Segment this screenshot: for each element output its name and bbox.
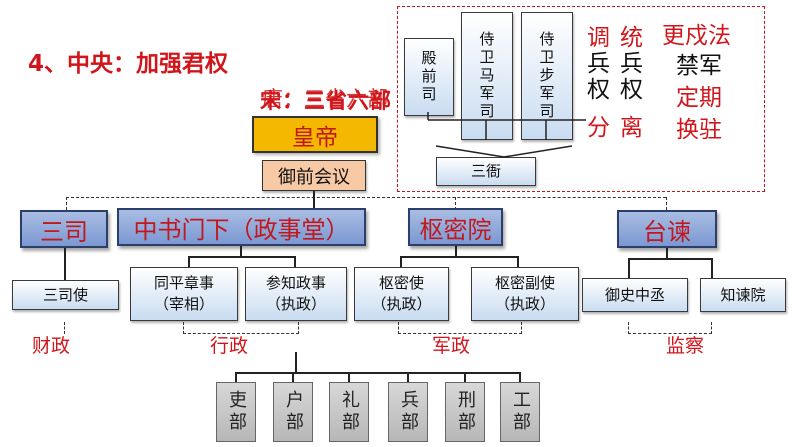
dash-to-taijian: [666, 197, 667, 210]
sansishi-box: 三司使: [12, 280, 119, 310]
sansi-down-line: [64, 248, 66, 280]
section-heading: 4、中央：加强君权: [28, 51, 229, 77]
ministry-hu-revenue: 户部: [273, 382, 313, 442]
dash-to-sansi: [66, 197, 67, 210]
ministry-tick-4: [407, 372, 409, 382]
annotation-tang: 唐：三省六部: [262, 87, 388, 111]
shiwei-maju-si: 侍卫马军司: [461, 12, 513, 140]
ministry-tick-3: [348, 372, 350, 382]
note-gengshufa: 更戍法: [662, 23, 731, 49]
shumi-hbar: [400, 256, 518, 258]
zhongshu-down-line: [240, 246, 242, 256]
taijian-hbar: [628, 258, 712, 260]
annotation-song: 宋：三省六部: [260, 89, 392, 113]
junzheng-label: 军政: [432, 335, 471, 357]
sanya-box: 三衙: [436, 157, 536, 186]
shumishi-up-line: [400, 256, 402, 267]
jiancha-bracket: [628, 322, 712, 334]
zhongshu-header: 中书门下（政事堂）: [117, 208, 366, 246]
ministry-tick-1: [235, 372, 237, 382]
shumifushi-up-line: [517, 256, 519, 267]
note-li: 离: [620, 115, 643, 141]
note-fen: 分: [587, 115, 610, 141]
tongping-box: 同平章事 （宰相）: [130, 267, 238, 321]
ministry-bing-war: 兵部: [388, 382, 428, 442]
xingzheng-bracket: [183, 322, 299, 334]
zhongshu-hbar: [188, 256, 295, 258]
note-quan2: 权: [620, 77, 643, 103]
note-bing1: 兵: [587, 51, 610, 77]
dianqian-si: 殿前司: [404, 38, 454, 116]
emperor-box: 皇帝: [252, 116, 378, 153]
ministry-li-rites: 礼部: [329, 382, 369, 442]
yushi-box: 御史中丞: [582, 278, 688, 312]
ministry-gong-works: 工部: [500, 382, 540, 442]
note-jinjun: 禁军: [676, 53, 722, 79]
military-frame: [397, 6, 765, 192]
note-diao: 调: [587, 25, 610, 51]
ministry-xing-justice: 刑部: [445, 382, 485, 442]
ministry-tick-6: [519, 372, 521, 382]
top-dash-bar: [66, 197, 666, 198]
ministries-stem: [295, 352, 297, 372]
shumi-down-line: [455, 246, 457, 256]
note-quan1: 权: [587, 77, 610, 103]
zhijian-up-line: [711, 258, 713, 278]
shumishi-box: 枢密使 （执政）: [354, 267, 449, 321]
caizheng-tick: [64, 322, 65, 334]
ministries-hbar: [235, 372, 520, 374]
ministry-li-personnel: 吏部: [216, 382, 256, 442]
note-tong: 统: [620, 25, 643, 51]
canzhi-box: 参知政事 （执政）: [245, 267, 347, 321]
sansi-header: 三司: [20, 210, 108, 248]
zhijian-box: 知谏院: [700, 278, 786, 312]
shumiyuan-header: 枢密院: [408, 208, 503, 246]
jiancha-label: 监察: [666, 335, 705, 357]
sanya-connector: [427, 112, 586, 158]
tongping-up-line: [188, 256, 190, 267]
canzhi-up-line: [294, 256, 296, 267]
note-dingqi: 定期: [676, 85, 722, 111]
shiwei-buju-si: 侍卫步军司: [521, 12, 573, 140]
taijian-header: 台谏: [617, 210, 717, 248]
junzheng-bracket: [398, 322, 522, 334]
note-bing2: 兵: [620, 51, 643, 77]
yushi-up-line: [628, 258, 630, 278]
shumifushi-box: 枢密副使 （执政）: [471, 267, 579, 321]
dash-to-shumi: [455, 197, 456, 210]
note-huanzhu: 换驻: [676, 117, 722, 143]
taijian-down-line: [666, 248, 668, 258]
xingzheng-label: 行政: [210, 335, 249, 357]
ministry-tick-2: [292, 372, 294, 382]
caizheng-label: 财政: [32, 335, 71, 357]
council-box: 御前会议: [262, 160, 366, 191]
council-to-zhongshu-line: [313, 191, 315, 209]
ministry-tick-5: [464, 372, 466, 382]
